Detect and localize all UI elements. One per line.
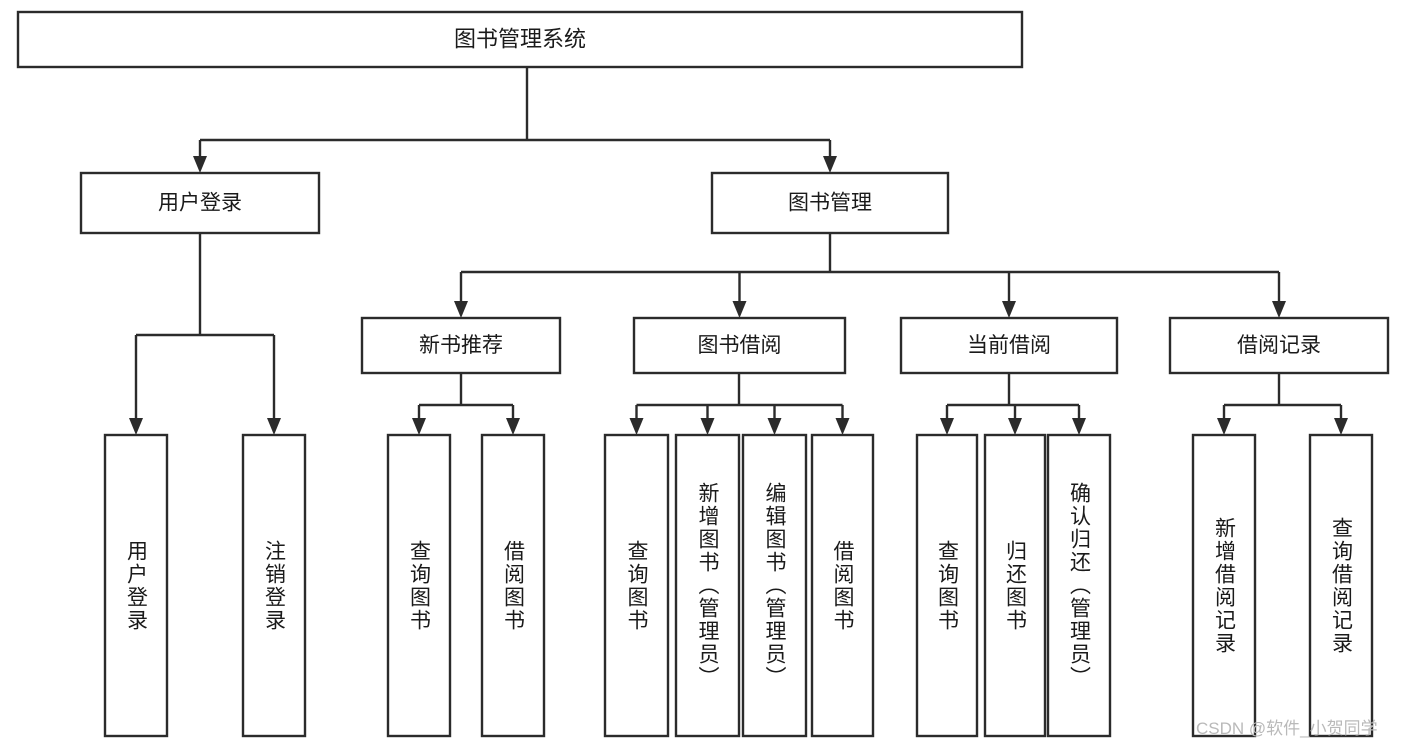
connector-userlogin-to-leaves xyxy=(129,233,281,435)
watermark-text: CSDN @软件_小贺同学 xyxy=(1196,719,1378,738)
arrow-head-leaf-return-book xyxy=(1008,418,1022,435)
node-box-leaf-add-record[interactable] xyxy=(1191,433,1257,738)
arrow-head-leaf-borrow-book-2 xyxy=(835,418,850,435)
arrow-head-leaf-add-book xyxy=(700,418,715,435)
node-box-current-borrow[interactable] xyxy=(899,316,1119,375)
arrow-head-leaf-confirm-return xyxy=(1072,418,1086,435)
node-box-user-login[interactable] xyxy=(79,171,321,235)
arrow-head-leaf-user-logout xyxy=(267,418,281,435)
arrow-head-book-borrow xyxy=(732,301,747,318)
node-box-leaf-user-logout[interactable] xyxy=(241,433,307,738)
connector-recommend-to-leaves xyxy=(412,373,520,435)
node-label-borrow-record: 借阅记录 xyxy=(1237,334,1321,357)
node-label-current-borrow: 当前借阅 xyxy=(967,334,1051,357)
arrow-head-current-borrow xyxy=(1002,301,1016,318)
node-box-leaf-add-book[interactable] xyxy=(674,433,741,738)
node-label-book-manage: 图书管理 xyxy=(788,192,872,215)
arrow-head-leaf-query-book-2 xyxy=(629,418,644,435)
node-box-book-manage[interactable] xyxy=(710,171,950,235)
arrow-head-leaf-query-record xyxy=(1334,418,1348,435)
node-box-leaf-confirm-return[interactable] xyxy=(1046,433,1112,738)
connector-current-to-leaves xyxy=(940,373,1086,435)
connector-bookmanage-to-level3 xyxy=(454,233,1286,318)
arrow-head-leaf-add-record xyxy=(1217,418,1231,435)
arrow-head-user-login xyxy=(193,156,207,173)
node-label-book-borrow: 图书借阅 xyxy=(698,334,782,357)
arrow-head-borrow-record xyxy=(1272,301,1286,318)
node-label-root: 图书管理系统 xyxy=(454,26,586,51)
connector-layer xyxy=(129,67,1348,435)
arrow-head-leaf-edit-book xyxy=(767,418,782,435)
node-box-leaf-return-book[interactable] xyxy=(983,433,1047,738)
node-box-leaf-edit-book[interactable] xyxy=(741,433,808,738)
node-label-user-login: 用户登录 xyxy=(158,192,242,215)
node-box-leaf-query-book-1[interactable] xyxy=(386,433,452,738)
node-box-leaf-borrow-book-2[interactable] xyxy=(810,433,875,738)
connector-borrow-to-leaves xyxy=(629,373,850,435)
node-box-borrow-record[interactable] xyxy=(1168,316,1390,375)
node-label-new-book-recommend: 新书推荐 xyxy=(419,334,503,357)
arrow-head-leaf-borrow-book-1 xyxy=(506,418,520,435)
node-box-leaf-query-book-3[interactable] xyxy=(915,433,979,738)
node-box-leaf-borrow-book-1[interactable] xyxy=(480,433,546,738)
arrow-head-leaf-query-book-1 xyxy=(412,418,426,435)
node-box-leaf-query-book-2[interactable] xyxy=(603,433,670,738)
node-box-leaf-query-record[interactable] xyxy=(1308,433,1374,738)
connector-root-to-level2 xyxy=(193,67,837,173)
node-box-root[interactable] xyxy=(16,10,1024,69)
arrow-head-book-manage xyxy=(823,156,837,173)
node-box-leaf-user-login[interactable] xyxy=(103,433,169,738)
node-box-book-borrow[interactable] xyxy=(632,316,847,375)
arrow-head-leaf-user-login xyxy=(129,418,143,435)
arrow-head-leaf-query-book-3 xyxy=(940,418,954,435)
arrow-head-new-book-recommend xyxy=(454,301,468,318)
connector-record-to-leaves xyxy=(1217,373,1348,435)
node-box-new-book-recommend[interactable] xyxy=(360,316,562,375)
box-layer xyxy=(16,10,1390,738)
